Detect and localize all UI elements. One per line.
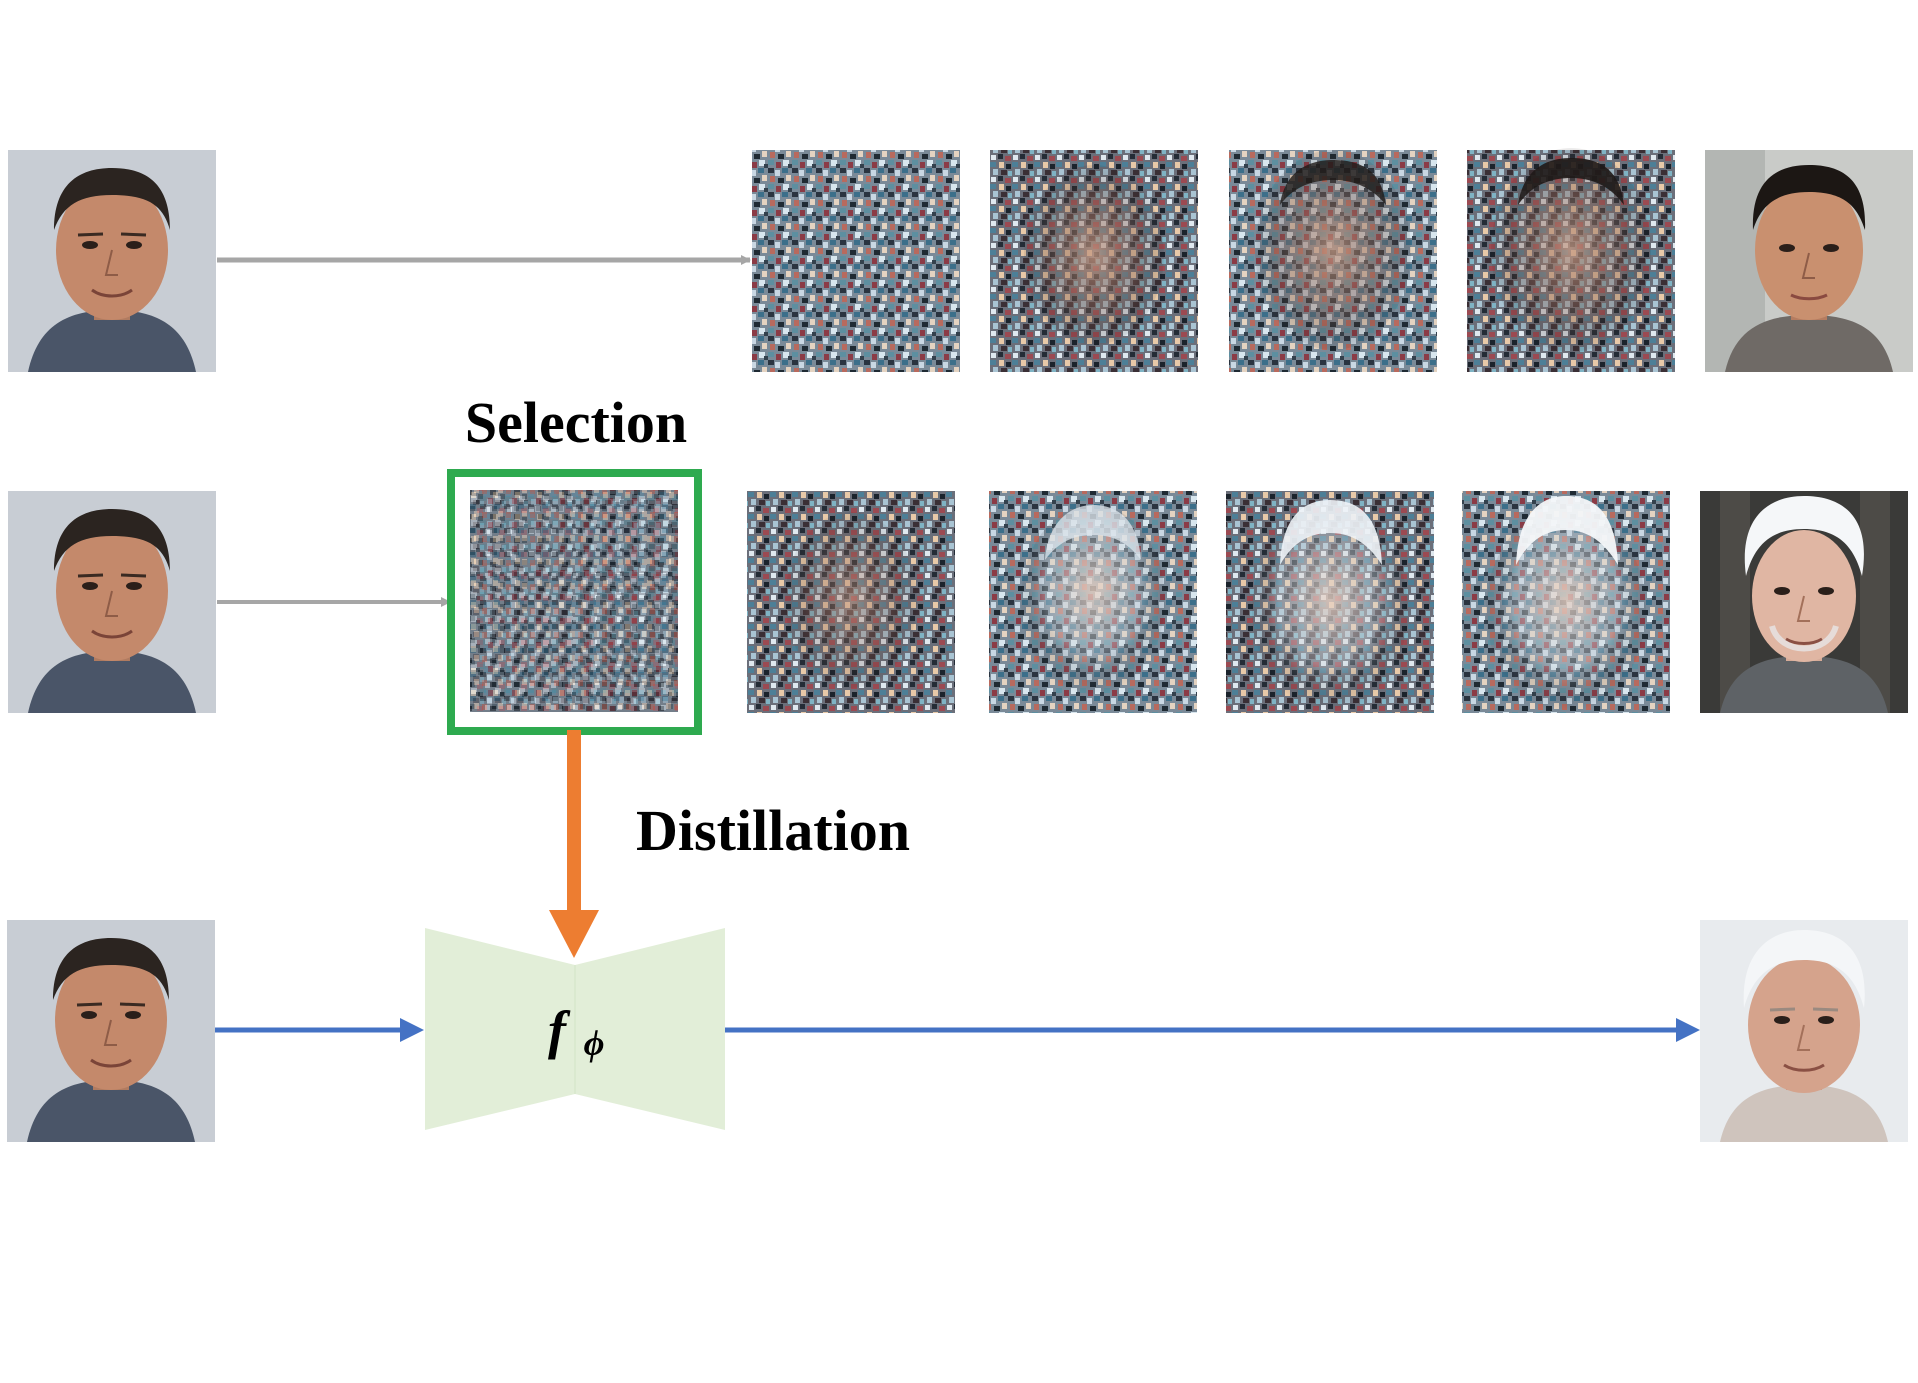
model-symbol: f xyxy=(548,1000,571,1060)
row2-noisy-step-3 xyxy=(1226,491,1434,713)
row1-input-face xyxy=(6,148,218,374)
row-1 xyxy=(6,148,1913,374)
row3-output-face xyxy=(1698,918,1910,1144)
row1-noisy-step-3 xyxy=(1229,150,1437,372)
row3-input-face xyxy=(5,918,217,1144)
distillation-label: Distillation xyxy=(636,798,910,863)
row1-noisy-step-2 xyxy=(990,150,1198,372)
model-subscript: ϕ xyxy=(584,1023,605,1063)
row1-noisy-step-4 xyxy=(1467,148,1675,372)
row2-noisy-step-2 xyxy=(989,491,1197,713)
row-2 xyxy=(6,469,1908,735)
selected-noise-tile xyxy=(470,490,678,712)
row2-input-face xyxy=(6,489,218,715)
row1-noisy-step-1 xyxy=(752,150,960,372)
row2-noisy-step-1 xyxy=(747,491,955,713)
distillation-arrow xyxy=(549,730,599,958)
row2-noisy-step-4 xyxy=(1462,491,1670,713)
row3-blue-arrowhead-out xyxy=(1676,1018,1700,1042)
row3-blue-arrowhead-in xyxy=(400,1018,424,1042)
selection-label: Selection xyxy=(465,390,687,455)
row1-output-face xyxy=(1705,150,1913,372)
row2-output-face xyxy=(1700,491,1908,713)
row-3: f ϕ xyxy=(5,918,1910,1144)
model-block xyxy=(425,928,725,1130)
